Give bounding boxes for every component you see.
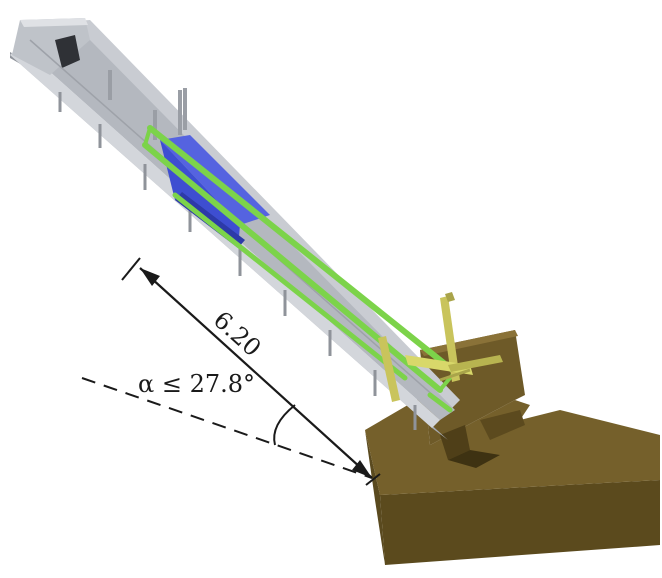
length-label: 6.20 — [208, 306, 266, 363]
rail-front — [172, 192, 408, 381]
support-leg-left — [378, 336, 400, 402]
foundation-block — [365, 330, 660, 565]
flume-inlet-top — [20, 18, 88, 27]
length-arrow-head-end — [352, 460, 372, 478]
support-post-right — [445, 292, 455, 302]
rail-lower — [142, 142, 443, 393]
foundation-back-wall-top — [420, 330, 518, 356]
flume-inlet-opening — [55, 35, 80, 68]
foundation-step — [480, 410, 525, 440]
horizontal-reference-line — [81, 377, 373, 479]
foundation-front-face — [380, 480, 660, 565]
length-extension-tick — [121, 257, 141, 281]
foundation-left-face — [365, 430, 385, 565]
support-strut — [439, 368, 471, 382]
foundation-top-face — [365, 395, 660, 495]
guide-rails — [142, 125, 458, 413]
rail-bracket — [427, 392, 453, 413]
flume-inlet-box — [12, 18, 90, 75]
flume-ribs — [58, 92, 417, 430]
angle-label: α ≤ 27.8° — [138, 370, 255, 398]
length-arrow-head-start — [140, 268, 160, 286]
support-leg-right — [440, 296, 460, 382]
angle-arc — [273, 404, 296, 446]
end-marker — [365, 473, 381, 486]
dimension-annotations — [81, 257, 381, 486]
rail-upper — [147, 125, 458, 375]
support-frame — [378, 292, 503, 402]
length-arrow-line — [139, 267, 373, 479]
foundation-notch — [440, 425, 470, 460]
support-brace — [448, 355, 503, 372]
rail-cross-1 — [143, 126, 152, 147]
foundation-notch-floor — [448, 450, 500, 468]
